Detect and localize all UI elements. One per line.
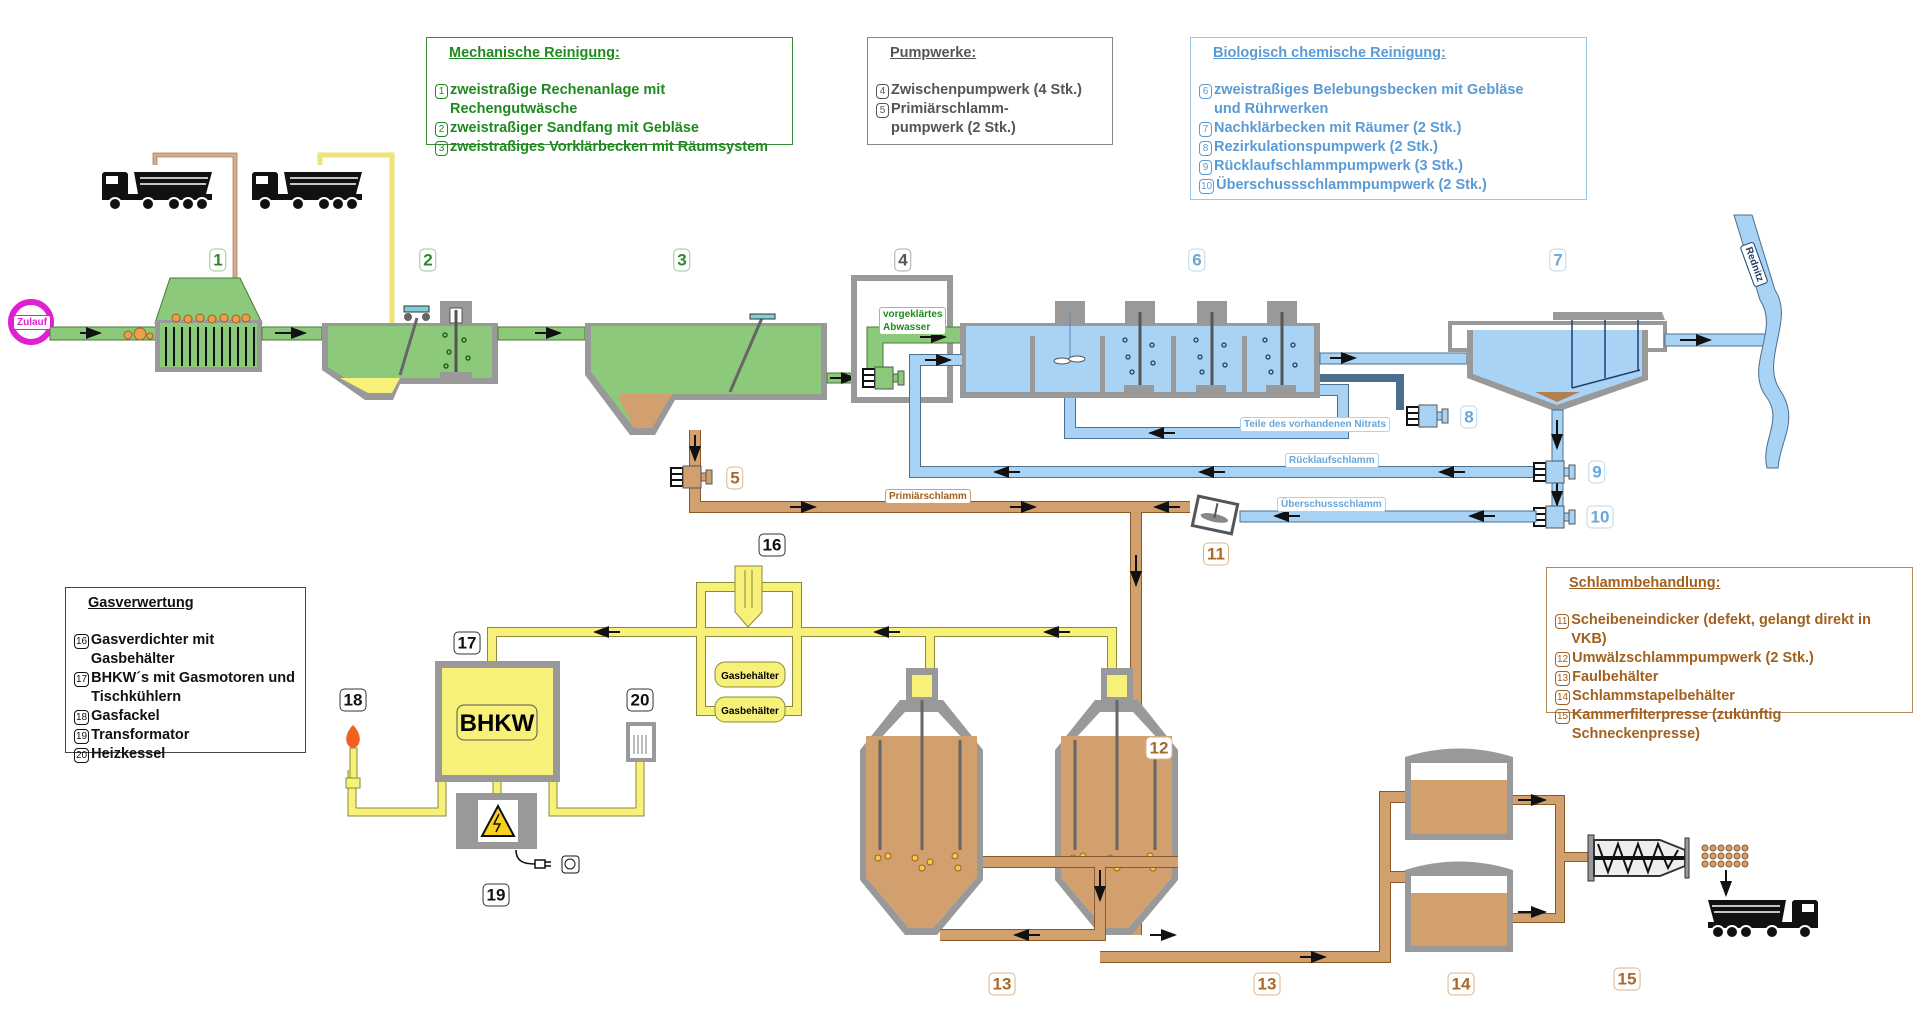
- badge-6: 6: [1188, 248, 1206, 272]
- nitrate-label: Teile des vorhandenen Nitrats: [1240, 417, 1391, 432]
- badge-17: 17: [453, 631, 481, 655]
- recirculation-pump-icon: [1406, 404, 1449, 428]
- secondary-clarifier: [1448, 312, 1667, 412]
- boiler: [626, 722, 656, 762]
- badge-3: 3: [673, 248, 691, 272]
- sludge-storage-tank: [1405, 861, 1513, 952]
- truck-icon: [101, 171, 213, 211]
- badge-8: 8: [1460, 405, 1478, 429]
- screw-press: [1587, 834, 1690, 882]
- excess-sludge-pipe: [1239, 510, 1537, 523]
- primary-sludge-pump-icon: [670, 465, 713, 489]
- intermediate-pump-station: [851, 275, 960, 403]
- badge-5: 5: [726, 466, 744, 490]
- return-sludge-label: Rücklaufschlamm: [1285, 453, 1379, 468]
- sludge-storage-tank: [1405, 748, 1513, 840]
- gas-holder-label: Gasbehälter: [721, 706, 779, 717]
- truck-icon: [251, 171, 363, 211]
- river: [1733, 214, 1790, 469]
- gas-pipe: [487, 582, 1117, 716]
- badge-20: 20: [626, 688, 654, 712]
- legend-title: Mechanische Reinigung:: [449, 45, 620, 61]
- transformer: [456, 793, 537, 849]
- gas-holder: [714, 661, 786, 688]
- badge-2: 2: [419, 248, 437, 272]
- badge-15: 15: [1613, 967, 1641, 991]
- legend-title: Gasverwertung: [88, 595, 194, 611]
- primary-sludge-label: Primiärschlamm: [885, 489, 971, 504]
- legend-title: Schlammbehandlung:: [1569, 575, 1721, 591]
- excess-sludge-label: Überschussschlamm: [1277, 497, 1386, 512]
- flame-icon: [346, 725, 360, 748]
- gas-holder: [714, 696, 786, 723]
- badge-16: 16: [758, 533, 786, 557]
- high-voltage-icon: [480, 803, 516, 837]
- screenings-chute: [152, 152, 238, 330]
- screen-unit: [154, 277, 263, 372]
- chp-unit: [435, 661, 560, 782]
- badge-19: 19: [482, 883, 510, 907]
- digester: [1055, 668, 1178, 935]
- badge-11: 11: [1203, 542, 1229, 566]
- sludge-cake: [1701, 844, 1749, 868]
- legend-title: Biologisch chemische Reinigung:: [1213, 45, 1446, 61]
- truck-icon: [1707, 899, 1819, 939]
- grit-chamber: [322, 301, 498, 400]
- aeration-tank: [960, 301, 1320, 398]
- gas-holder-label: Gasbehälter: [721, 671, 779, 682]
- grit-chute: [317, 152, 395, 375]
- digester: [860, 668, 983, 935]
- disc-thickener: [1190, 494, 1240, 536]
- chp-label: BHKW: [460, 710, 535, 737]
- badge-13: 13: [1253, 972, 1281, 996]
- badge-18: 18: [339, 688, 367, 712]
- badge-1: 1: [209, 248, 227, 272]
- badge-13: 13: [988, 972, 1016, 996]
- power-plug-icon: [515, 849, 551, 869]
- badge-10: 10: [1586, 505, 1614, 529]
- inflow-label: Zulauf: [13, 315, 51, 330]
- primary-clarifier: [585, 313, 827, 435]
- gas-compressor: [734, 565, 763, 628]
- preclarified-label: vorgeklärtes Abwasser: [879, 307, 947, 335]
- badge-12: 12: [1145, 736, 1173, 760]
- badge-4: 4: [894, 248, 912, 272]
- return-sludge-pump-icon: [1533, 460, 1576, 484]
- badge-9: 9: [1588, 460, 1606, 484]
- legend-title: Pumpwerke:: [890, 45, 977, 61]
- excess-sludge-pump-icon: [1533, 505, 1576, 529]
- badge-7: 7: [1549, 248, 1567, 272]
- badge-14: 14: [1447, 972, 1475, 996]
